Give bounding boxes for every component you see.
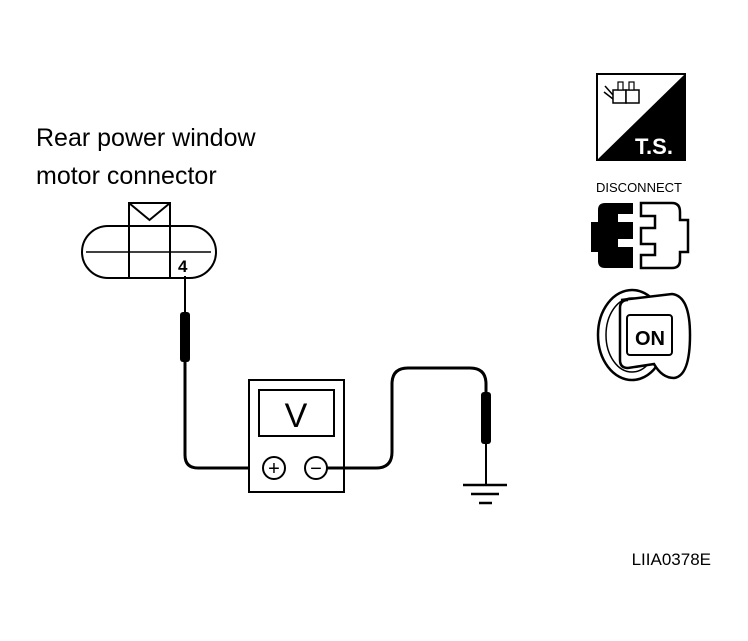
voltmeter-display <box>258 389 335 437</box>
positive-lead-wire <box>183 372 262 470</box>
ground-symbol <box>463 483 507 505</box>
connector: 4 <box>81 202 217 279</box>
negative-probe <box>481 392 491 484</box>
ignition-on-label: ON <box>635 328 665 350</box>
disconnect-connector-icon <box>591 201 690 270</box>
connector-title-line1: Rear power window <box>36 124 256 152</box>
disconnect-label: DISCONNECT <box>596 180 682 195</box>
terminal-number: 4 <box>178 257 188 276</box>
connector-title-line2: motor connector <box>36 162 217 190</box>
ts-label: T.S. <box>635 134 673 159</box>
connector-latch <box>128 202 171 227</box>
voltmeter-unit: V <box>285 397 308 435</box>
positive-terminal <box>262 456 286 480</box>
negative-sign: − <box>310 458 322 480</box>
ignition-key-on-icon: ON <box>596 288 692 382</box>
figure-id: LIIA0378E <box>632 550 711 569</box>
positive-probe <box>180 276 190 372</box>
negative-lead-wire <box>327 366 488 470</box>
positive-sign: + <box>268 458 280 480</box>
voltmeter: V + − <box>248 379 345 493</box>
ts-connector-icon: T.S. <box>596 73 686 161</box>
